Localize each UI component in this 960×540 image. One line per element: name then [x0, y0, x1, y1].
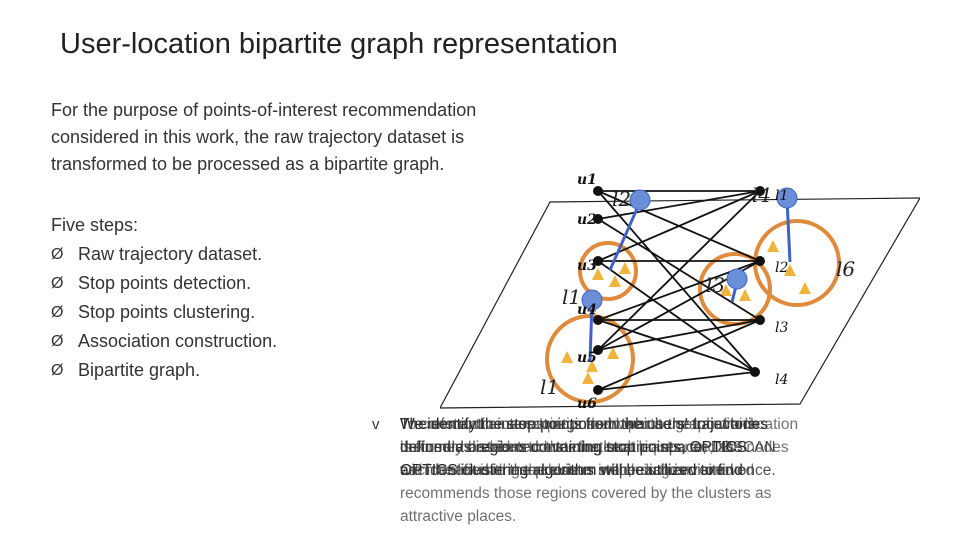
stop-point-icon: [739, 289, 751, 301]
location-label-l3: l3: [775, 320, 788, 336]
note-line: recommends those regions covered by the …: [400, 482, 930, 505]
steps-heading: Five steps:: [51, 211, 471, 240]
diamond-bullet-icon: v: [372, 413, 380, 436]
location-node: [750, 367, 760, 377]
edge: [598, 320, 760, 350]
step-label: Stop points detection.: [78, 269, 251, 298]
location-label-l1: l1: [775, 188, 788, 204]
location-label-l2: l2: [775, 260, 788, 276]
stop-point-icon: [582, 372, 594, 384]
stop-point-icon: [799, 282, 811, 294]
intro-line: For the purpose of points-of-interest re…: [51, 97, 611, 124]
user-label-u3: u3: [577, 258, 597, 274]
edge: [598, 372, 755, 390]
bipartite-graph-diagram: u1 u2 u3 u4 u5 u6 l1 l2 l3 l4 l2 l4 l1 l…: [440, 172, 920, 412]
stop-point-icon: [619, 262, 631, 274]
arrow-bullet-icon: Ø: [51, 269, 78, 298]
step-label: Raw trajectory dataset.: [78, 240, 262, 269]
step-label: Association construction.: [78, 327, 277, 356]
note-line: Therefore, the users' proposed bipartite…: [400, 413, 930, 436]
arrow-bullet-icon: Ø: [51, 298, 78, 327]
slide-title: User-location bipartite graph representa…: [60, 28, 618, 61]
user-label-u2: u2: [577, 212, 597, 228]
user-label-u1: u1: [577, 172, 597, 188]
location-label-l4: l4: [775, 372, 788, 388]
user-pin-icon: [630, 190, 650, 210]
note-layer: Therefore, the users' proposed bipartite…: [400, 413, 930, 528]
arrow-bullet-icon: Ø: [51, 240, 78, 269]
note-line: attractive places.: [400, 505, 930, 528]
arrow-bullet-icon: Ø: [51, 327, 78, 356]
intro-paragraph: For the purpose of points-of-interest re…: [51, 97, 611, 178]
plane-label: l1: [562, 285, 581, 309]
note-line: with the list of these clusters in the d…: [400, 459, 930, 482]
location-node: [755, 315, 765, 325]
plane-label: l2: [612, 187, 631, 211]
stop-point-icon: [561, 351, 573, 363]
location-node: [755, 256, 765, 266]
user-label-u5: u5: [577, 350, 597, 366]
plane-label: l4: [752, 183, 771, 207]
plane-label: l1: [540, 375, 559, 399]
plane-label: l6: [836, 257, 855, 281]
user-label-u6: u6: [577, 396, 597, 412]
step-label: Bipartite graph.: [78, 356, 200, 385]
arrow-bullet-icon: Ø: [51, 356, 78, 385]
location-plane: [440, 198, 920, 408]
stop-point-icon: [767, 240, 779, 252]
user-pin-icon: [727, 269, 747, 289]
plane-label: l3: [706, 273, 725, 297]
intro-line: considered in this work, the raw traject…: [51, 124, 611, 151]
note-line: is formed based on clustering techniques…: [400, 436, 930, 459]
user-node: [593, 385, 603, 395]
step-label: Stop points clustering.: [78, 298, 255, 327]
cluster-ring: [755, 221, 839, 305]
